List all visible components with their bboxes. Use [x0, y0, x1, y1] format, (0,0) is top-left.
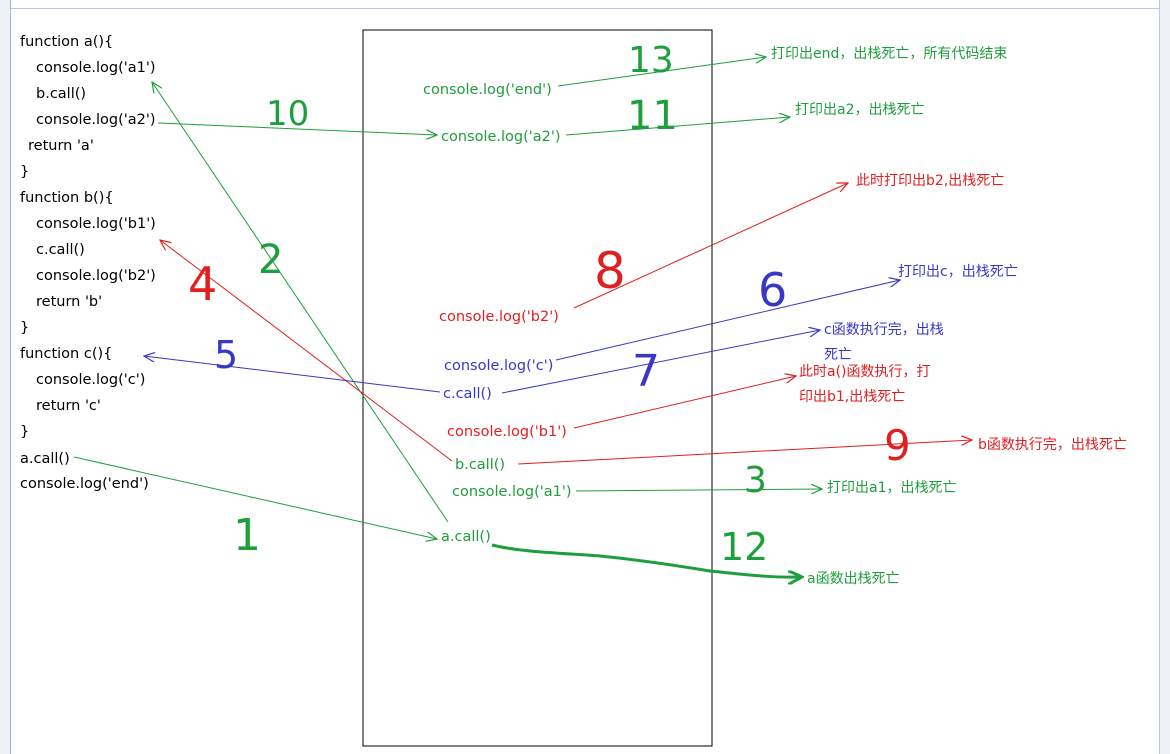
code-line: console.log('a1'): [36, 60, 156, 76]
arrow-step-8: [573, 183, 848, 309]
source-code: function a(){ console.log('a1') b.call()…: [20, 34, 156, 492]
stack-item-a-call: a.call(): [441, 529, 491, 545]
note-c: 打印出c，出栈死亡: [898, 263, 1018, 280]
arrow-step-3: [575, 489, 822, 491]
arrow-step-10: [157, 122, 437, 135]
step-number-8: 8: [594, 242, 626, 300]
code-line: function c(){: [20, 346, 112, 362]
stack-item-b-call: b.call(): [455, 457, 505, 473]
arrow-b1: [573, 376, 796, 429]
arrow-step-11: [565, 117, 790, 136]
arrow-step-13: [557, 57, 766, 87]
code-line: console.log('b2'): [36, 268, 156, 284]
code-line: }: [20, 164, 29, 180]
arrow-step-12: [491, 543, 802, 577]
code-line: return 'c': [36, 398, 101, 414]
code-line: console.log('b1'): [36, 216, 156, 232]
stack-item-end: console.log('end'): [423, 82, 552, 98]
note-end: 打印出end，出栈死亡，所有代码结束: [771, 45, 1007, 62]
note-a-exec: 此时a()函数执行，打: [799, 363, 931, 380]
code-line: return 'b': [36, 294, 102, 310]
arrow-step-6: [555, 280, 900, 361]
step-number-9: 9: [884, 421, 911, 470]
code-line: function b(){: [20, 190, 114, 206]
step-number-4: 4: [188, 257, 217, 311]
code-line: console.log('c'): [36, 372, 145, 388]
step-number-11: 11: [627, 93, 678, 139]
step-number-1: 1: [233, 510, 261, 561]
step-number-10: 10: [266, 94, 309, 134]
note-a-done: a函数出栈死亡: [807, 571, 900, 587]
step-number-6: 6: [758, 263, 787, 317]
code-line: console.log('end'): [20, 476, 149, 492]
step-number-7: 7: [632, 346, 660, 397]
notes: 打印出end，出栈死亡，所有代码结束 打印出a2，出栈死亡 此时打印出b2,出栈…: [771, 45, 1127, 587]
stack-items: console.log('end') console.log('a2') con…: [423, 82, 572, 545]
arrow-step-9: [517, 440, 972, 465]
arrow-step-1: [73, 456, 437, 539]
stack-item-a1: console.log('a1'): [452, 484, 572, 500]
code-line: console.log('a2'): [36, 112, 156, 128]
code-line: a.call(): [20, 451, 70, 467]
stack-item-a2: console.log('a2'): [441, 129, 561, 145]
note-b-done: b函数执行完，出栈死亡: [978, 437, 1127, 453]
step-number-12: 12: [720, 525, 768, 569]
note-c-done-line2: 死亡: [824, 347, 852, 363]
note-c-done: c函数执行完，出栈: [824, 322, 944, 338]
code-line: function a(){: [20, 34, 113, 50]
window-top-edge: [0, 0, 1170, 9]
arrows: [73, 57, 972, 577]
arrow-step-4: [160, 240, 453, 462]
step-numbers: 1 2 3 4 5 6 7 8 9 10 11 12 13: [188, 40, 911, 569]
call-stack-box: [362, 29, 713, 747]
step-number-2: 2: [258, 237, 283, 283]
code-line: return 'a': [28, 138, 94, 154]
arrow-step-2: [152, 82, 449, 523]
window-right-edge: [1159, 0, 1170, 754]
arrow-step-7: [501, 330, 820, 394]
step-number-5: 5: [214, 333, 238, 377]
code-line: }: [20, 320, 29, 336]
arrow-step-5: [144, 356, 441, 393]
code-line: b.call(): [36, 86, 86, 102]
note-a2: 打印出a2，出栈死亡: [795, 101, 925, 118]
note-a1: 打印出a1，出栈死亡: [827, 479, 957, 496]
step-number-3: 3: [744, 460, 767, 501]
stack-item-c-call: c.call(): [443, 386, 492, 402]
stack-item-c: console.log('c'): [444, 358, 553, 374]
note-a-exec-line2: 印出b1,出栈死亡: [799, 389, 905, 405]
note-b2: 此时打印出b2,出栈死亡: [856, 172, 1004, 189]
stack-item-b1: console.log('b1'): [447, 424, 567, 440]
step-number-13: 13: [628, 40, 674, 81]
code-line: c.call(): [36, 242, 85, 258]
stack-item-b2: console.log('b2'): [439, 309, 559, 325]
code-line: }: [20, 424, 29, 440]
window-left-edge: [0, 0, 11, 754]
